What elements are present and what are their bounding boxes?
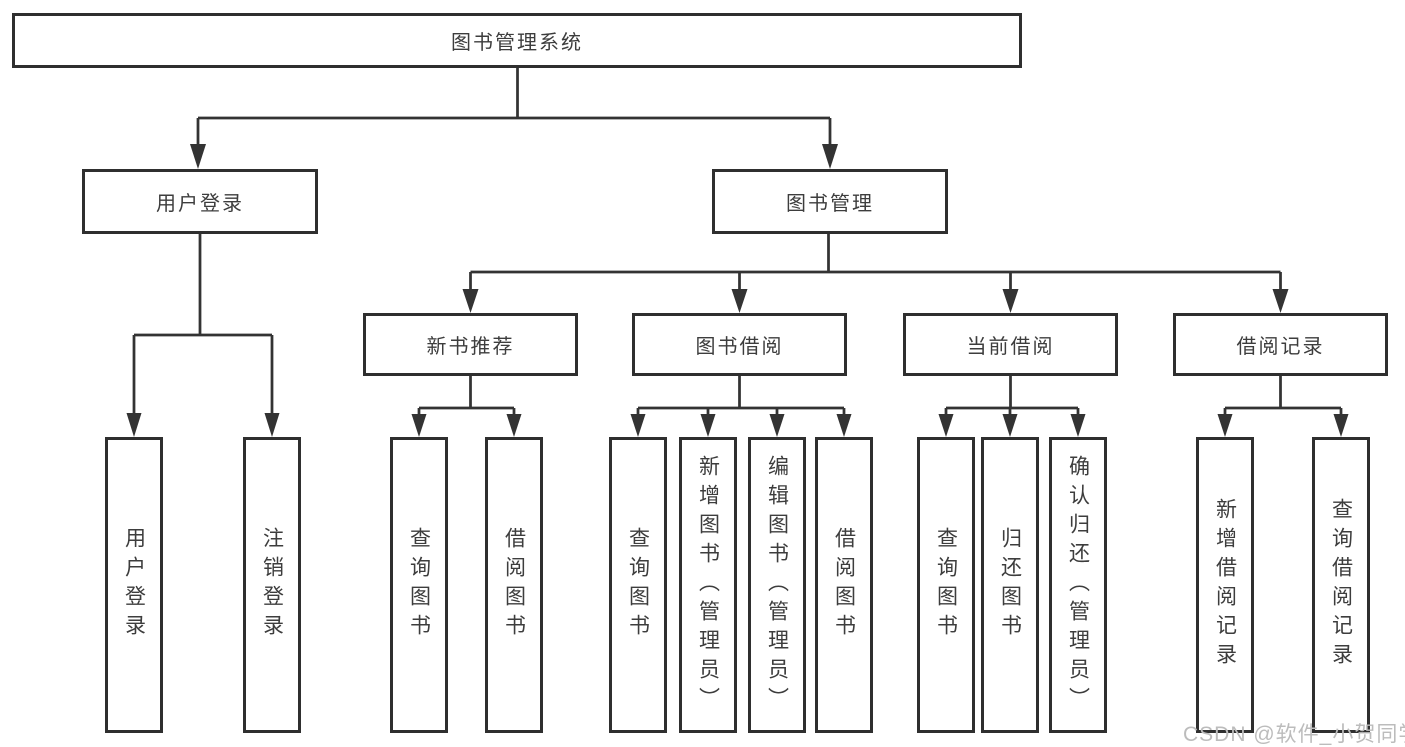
node-current-borrowing: 当前借阅: [903, 313, 1118, 376]
leaf-query-borrow-record: 查询借阅记录: [1312, 437, 1370, 733]
leaf-logout-label: 注销登录: [260, 527, 284, 643]
leaf-query-books-borrow-label: 查询图书: [626, 527, 650, 643]
node-user-login: 用户登录: [82, 169, 318, 234]
leaf-add-books-admin: 新增图书（管理员）: [679, 437, 737, 733]
leaf-return-books: 归还图书: [981, 437, 1039, 733]
leaf-query-books-rec: 查询图书: [390, 437, 448, 733]
csdn-watermark: CSDN @软件_小贺同学: [1183, 723, 1405, 746]
leaf-edit-books-admin: 编辑图书（管理员）: [748, 437, 806, 733]
leaf-return-books-label: 归还图书: [998, 527, 1022, 643]
leaf-add-books-admin-label: 新增图书（管理员）: [696, 454, 720, 716]
leaf-query-books-current-label: 查询图书: [934, 527, 958, 643]
leaf-borrow-books-borrow: 借阅图书: [815, 437, 873, 733]
leaf-user-login-label: 用户登录: [122, 527, 146, 643]
node-current-borrowing-label: 当前借阅: [966, 336, 1055, 358]
node-new-book-recommendation: 新书推荐: [363, 313, 578, 376]
leaf-borrow-books-rec-label: 借阅图书: [502, 527, 526, 643]
leaf-borrow-books-rec: 借阅图书: [485, 437, 543, 733]
node-new-book-recommendation-label: 新书推荐: [426, 336, 515, 358]
leaf-edit-books-admin-label: 编辑图书（管理员）: [765, 454, 789, 716]
node-user-login-label: 用户登录: [156, 193, 244, 215]
leaf-query-books-rec-label: 查询图书: [407, 527, 431, 643]
node-book-management-label: 图书管理: [786, 193, 874, 215]
leaf-confirm-return-admin-label: 确认归还（管理员）: [1066, 454, 1090, 716]
leaf-user-login: 用户登录: [105, 437, 163, 733]
node-book-borrowing: 图书借阅: [632, 313, 847, 376]
leaf-logout: 注销登录: [243, 437, 301, 733]
leaf-confirm-return-admin: 确认归还（管理员）: [1049, 437, 1107, 733]
leaf-query-books-current: 查询图书: [917, 437, 975, 733]
node-borrowing-records: 借阅记录: [1173, 313, 1388, 376]
leaf-borrow-books-borrow-label: 借阅图书: [832, 527, 856, 643]
leaf-add-borrow-record-label: 新增借阅记录: [1213, 498, 1237, 672]
node-borrowing-records-label: 借阅记录: [1236, 336, 1325, 358]
leaf-add-borrow-record: 新增借阅记录: [1196, 437, 1254, 733]
node-book-borrowing-label: 图书借阅: [695, 336, 784, 358]
leaf-query-books-borrow: 查询图书: [609, 437, 667, 733]
node-root: 图书管理系统: [12, 13, 1022, 68]
node-root-label: 图书管理系统: [451, 32, 583, 54]
leaf-query-borrow-record-label: 查询借阅记录: [1329, 498, 1353, 672]
node-book-management: 图书管理: [712, 169, 948, 234]
